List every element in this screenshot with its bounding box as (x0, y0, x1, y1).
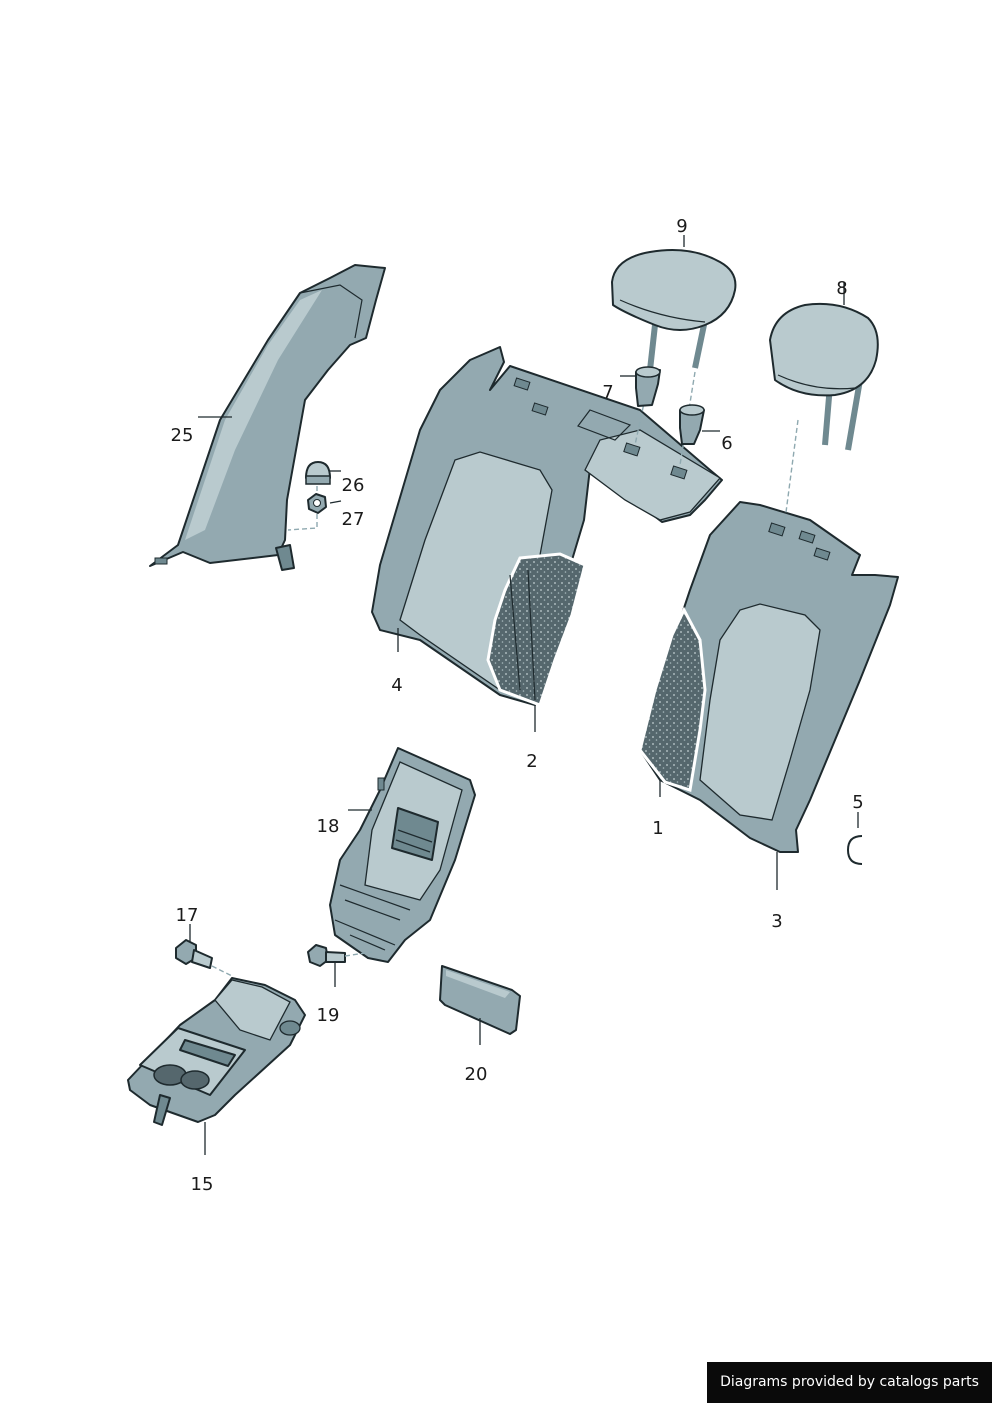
callout-4: 4 (391, 675, 402, 696)
armrest-frame-part-18 (329, 747, 476, 963)
callout-labels: 1 2 3 4 5 6 7 8 9 15 17 18 19 20 25 26 2… (171, 216, 864, 1195)
right-backrest-part-3 (639, 501, 899, 853)
side-trim-panel-part-25 (149, 264, 386, 571)
callout-9: 9 (676, 216, 687, 237)
callout-19: 19 (317, 1005, 340, 1026)
callout-7: 7 (602, 382, 613, 403)
armrest-cover-part-20 (439, 965, 521, 1035)
headrest-part-8 (769, 302, 879, 451)
callout-18: 18 (317, 816, 340, 837)
callout-20: 20 (465, 1064, 488, 1085)
headrest-part-9 (611, 249, 737, 371)
callout-17: 17 (176, 905, 199, 926)
cap-nut-part-26 (305, 461, 331, 485)
callout-6: 6 (721, 433, 732, 454)
bolt-part-19 (307, 944, 346, 967)
headrest-guide-part-7 (635, 366, 661, 407)
credit-banner: Diagrams provided by catalogs parts (707, 1362, 992, 1403)
nut-part-27 (307, 493, 327, 514)
armrest-part-15 (127, 977, 306, 1126)
callout-26: 26 (342, 475, 365, 496)
bolt-part-17 (175, 939, 213, 969)
callout-8: 8 (836, 278, 847, 299)
callout-27: 27 (342, 509, 365, 530)
foam-pad-part-1 (638, 606, 707, 792)
callout-1: 1 (652, 818, 663, 839)
callout-5: 5 (852, 792, 863, 813)
headrest-guide-part-6 (679, 404, 705, 445)
callout-3: 3 (771, 911, 782, 932)
callout-25: 25 (171, 425, 194, 446)
callout-2: 2 (526, 751, 537, 772)
callout-15: 15 (191, 1174, 214, 1195)
clip-part-5 (847, 835, 863, 865)
foam-pad-part-2 (486, 552, 587, 707)
leader-lines (189, 235, 859, 1155)
